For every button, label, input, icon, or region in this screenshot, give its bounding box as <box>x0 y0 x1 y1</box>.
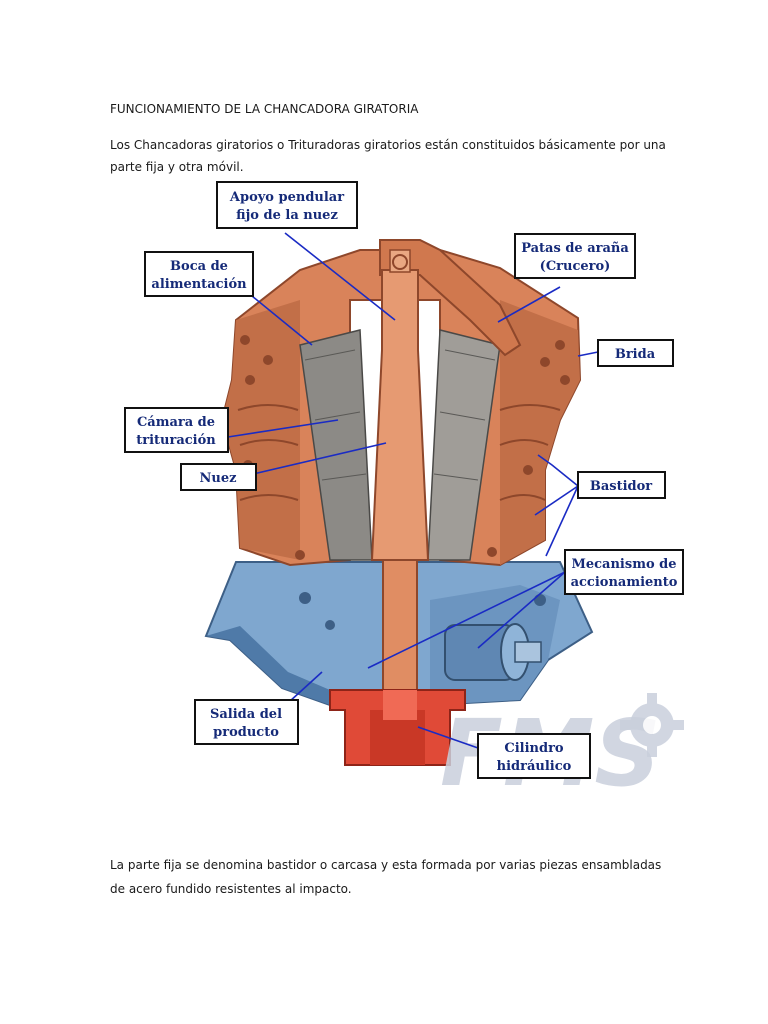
leader-cilindro <box>417 726 479 749</box>
body-line-1: La parte fija se denomina bastidor o car… <box>110 858 662 872</box>
callout-nuez: Nuez <box>180 463 257 491</box>
callout-patas-line2: (Crucero) <box>540 259 611 274</box>
leader-mecanismo-2 <box>477 571 566 649</box>
callout-mecanismo-accionamiento: Mecanismo de accionamiento <box>564 549 684 595</box>
leader-camara <box>227 419 339 438</box>
callout-salida-line2: producto <box>213 725 279 740</box>
leader-apoyo <box>284 232 396 321</box>
callout-patas-arana: Patas de araña (Crucero) <box>514 233 636 279</box>
body-line-2: de acero fundido resistentes al impacto. <box>110 882 352 896</box>
callout-mecanismo-line2: accionamiento <box>571 575 678 590</box>
callout-camara-line2: trituración <box>136 433 216 448</box>
callout-cilindro-hidraulico: Cilindro hidráulico <box>477 733 591 779</box>
callout-bastidor-text: Bastidor <box>590 479 652 494</box>
callout-salida-producto: Salida del producto <box>194 699 299 745</box>
callout-cilindro-line1: Cilindro <box>504 741 564 756</box>
callout-camara-line1: Cámara de <box>137 415 215 430</box>
document-heading: FUNCIONAMIENTO DE LA CHANCADORA GIRATORI… <box>110 102 419 116</box>
leader-mecanismo-1 <box>367 571 566 669</box>
callout-nuez-text: Nuez <box>200 471 237 486</box>
callout-salida-line1: Salida del <box>210 707 282 722</box>
callout-brida-text: Brida <box>615 347 656 362</box>
leader-bastidor-3 <box>545 485 579 557</box>
callout-patas-line1: Patas de araña <box>521 241 629 256</box>
intro-line-2: parte fija y otra móvil. <box>110 160 244 174</box>
callout-boca-line1: Boca de <box>170 259 228 274</box>
callout-apoyo-pendular: Apoyo pendular fijo de la nuez <box>216 181 358 229</box>
hydraulic-cylinder <box>329 689 466 766</box>
leader-bastidor-2 <box>534 485 579 516</box>
callout-boca-alimentacion: Boca de alimentación <box>144 251 254 297</box>
callout-apoyo-line1: Apoyo pendular <box>229 190 344 205</box>
leader-patas <box>497 286 561 323</box>
callout-boca-line2: alimentación <box>151 277 247 292</box>
main-shaft <box>370 249 430 711</box>
callout-apoyo-line2: fijo de la nuez <box>236 208 338 223</box>
leader-nuez <box>235 442 387 479</box>
crushing-chamber <box>299 329 501 561</box>
gear-icon <box>620 693 684 757</box>
drive-mechanism-housing <box>444 623 542 681</box>
callout-bastidor: Bastidor <box>577 471 666 499</box>
callout-brida: Brida <box>597 339 674 367</box>
callout-camara-trituracion: Cámara de trituración <box>124 407 229 453</box>
leader-lines <box>227 232 599 749</box>
leader-boca <box>251 295 313 346</box>
leader-bastidor-1 <box>537 454 579 487</box>
leader-brida <box>577 351 599 357</box>
callout-mecanismo-line1: Mecanismo de <box>571 557 676 572</box>
intro-line-1: Los Chancadoras giratorios o Trituradora… <box>110 138 666 152</box>
callout-cilindro-line2: hidráulico <box>497 759 572 774</box>
